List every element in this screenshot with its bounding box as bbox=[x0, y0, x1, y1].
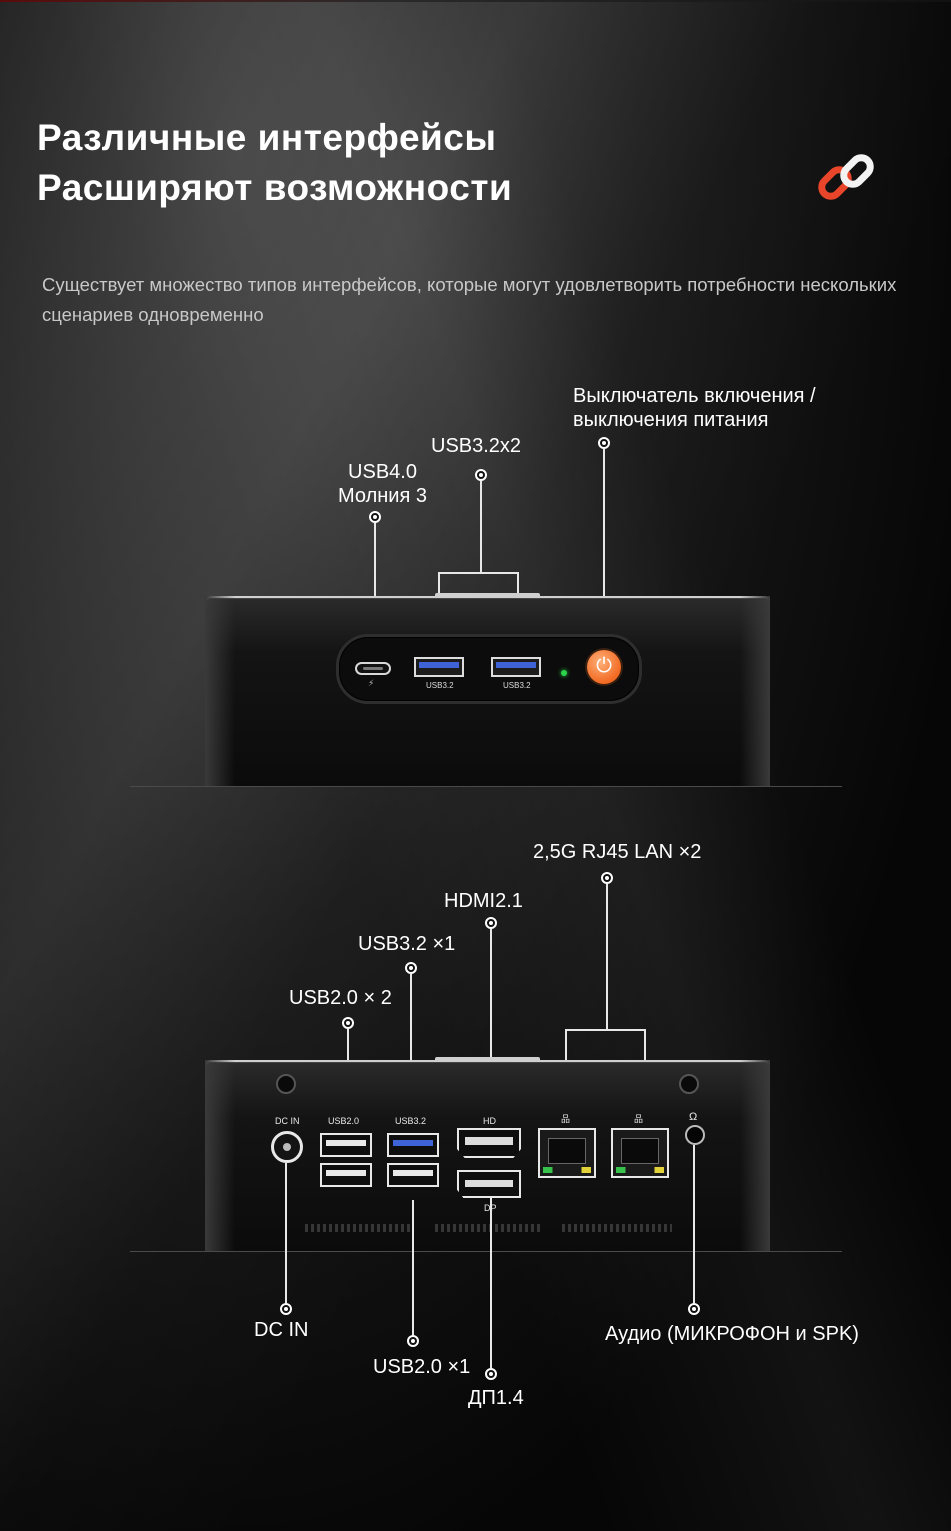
screw-right-icon bbox=[679, 1074, 699, 1094]
rj45-port-1[interactable] bbox=[538, 1128, 596, 1178]
lan-2-icon: 品 bbox=[634, 1114, 644, 1124]
device-front bbox=[205, 596, 770, 786]
callout-usb40-line1: USB4.0 bbox=[348, 461, 417, 483]
rear-label-hd: HD bbox=[483, 1116, 496, 1126]
screw-left-icon bbox=[276, 1074, 296, 1094]
power-button[interactable]: ⏻ bbox=[587, 650, 621, 684]
rear-label-usb20: USB2.0 bbox=[328, 1116, 360, 1126]
usb32-port[interactable] bbox=[387, 1133, 439, 1157]
leader-dot-audio bbox=[688, 1303, 700, 1315]
vent-left bbox=[305, 1224, 410, 1232]
callout-audio: Аудио (МИКРОФОН и SPK) bbox=[605, 1323, 859, 1345]
callout-usb40: USB4.0 Молния 3 bbox=[330, 460, 435, 508]
front-usb32-label-2: USB3.2 bbox=[503, 681, 531, 690]
callout-dcin: DC IN bbox=[254, 1319, 309, 1341]
dc-in-port[interactable] bbox=[271, 1131, 303, 1163]
callout-power: Выключатель включения / выключения питан… bbox=[573, 384, 816, 432]
front-shelf-line bbox=[130, 786, 842, 787]
front-usb32-label-1: USB3.2 bbox=[426, 681, 454, 690]
power-led bbox=[561, 670, 567, 676]
leader-dot-lan bbox=[601, 872, 613, 884]
leader-dot-dp bbox=[485, 1368, 497, 1380]
leader-bracket-usb32x2 bbox=[438, 572, 519, 574]
leader-line-usb32 bbox=[410, 974, 412, 1132]
usb20-port-2[interactable] bbox=[320, 1163, 372, 1187]
device-rear-top-tab bbox=[435, 1057, 540, 1061]
top-border bbox=[0, 0, 951, 2]
lan-1-icon: 品 bbox=[561, 1114, 571, 1124]
usb4-type-c-port[interactable] bbox=[355, 662, 391, 675]
leader-dot-power bbox=[598, 437, 610, 449]
usb20-port-1[interactable] bbox=[320, 1133, 372, 1157]
callout-usb32x2: USB3.2x2 bbox=[431, 435, 522, 457]
title-line-2: Расширяют возможности bbox=[37, 167, 513, 208]
vent-center bbox=[435, 1224, 540, 1232]
chain-link-icon bbox=[818, 154, 874, 200]
leader-dot-usb20x2 bbox=[342, 1017, 354, 1029]
power-icon: ⏻ bbox=[596, 655, 612, 677]
leader-dot-usb20x1 bbox=[407, 1335, 419, 1347]
headphone-icon: Ω bbox=[689, 1111, 698, 1123]
hdmi-port[interactable] bbox=[457, 1128, 521, 1158]
leader-line-power bbox=[603, 449, 605, 649]
page-title: Различные интерфейсы Расширяют возможнос… bbox=[37, 113, 512, 213]
callout-lan: 2,5G RJ45 LAN ×2 bbox=[533, 841, 702, 863]
leader-line-dp bbox=[490, 1198, 492, 1368]
leader-line-usb20x1 bbox=[412, 1200, 414, 1335]
front-usb32-port-1[interactable] bbox=[414, 657, 464, 677]
leader-line-audio bbox=[693, 1145, 695, 1303]
usb20-port-3[interactable] bbox=[387, 1163, 439, 1187]
leader-dot-usb32 bbox=[405, 962, 417, 974]
leader-line-hdmi bbox=[490, 929, 492, 1127]
device-front-top-tab bbox=[435, 593, 540, 597]
callout-power-line1: Выключатель включения / bbox=[573, 385, 816, 407]
leader-dot-usb32x2 bbox=[475, 469, 487, 481]
leader-dot-usb40 bbox=[369, 511, 381, 523]
callout-hdmi: HDMI2.1 bbox=[444, 890, 523, 912]
leader-line-usb40 bbox=[374, 523, 376, 661]
leader-line-lan bbox=[606, 884, 608, 1030]
displayport-port[interactable] bbox=[457, 1170, 521, 1198]
leader-line-dcin bbox=[285, 1163, 287, 1303]
audio-jack[interactable] bbox=[685, 1125, 705, 1145]
callout-power-line2: выключения питания bbox=[573, 409, 769, 431]
leader-dot-dcin bbox=[280, 1303, 292, 1315]
rear-label-usb32: USB3.2 bbox=[395, 1116, 427, 1126]
callout-usb20x2: USB2.0 × 2 bbox=[289, 987, 392, 1009]
callout-usb20x1: USB2.0 ×1 bbox=[373, 1356, 471, 1378]
thunderbolt-icon: ⚡ bbox=[368, 678, 375, 688]
title-line-1: Различные интерфейсы bbox=[37, 117, 497, 158]
front-usb32-port-2[interactable] bbox=[491, 657, 541, 677]
callout-dp: ДП1.4 bbox=[468, 1387, 524, 1409]
leader-line-usb32x2 bbox=[480, 481, 482, 572]
leader-bracket-lan bbox=[565, 1029, 646, 1031]
callout-usb40-line2: Молния 3 bbox=[338, 485, 427, 507]
leader-dot-hdmi bbox=[485, 917, 497, 929]
rj45-port-2[interactable] bbox=[611, 1128, 669, 1178]
vent-right bbox=[562, 1224, 672, 1232]
subtitle: Существует множество типов интерфейсов, … bbox=[42, 274, 897, 325]
rear-shelf-line bbox=[130, 1251, 842, 1252]
rear-label-dcin: DC IN bbox=[275, 1116, 300, 1126]
callout-usb32: USB3.2 ×1 bbox=[358, 933, 456, 955]
